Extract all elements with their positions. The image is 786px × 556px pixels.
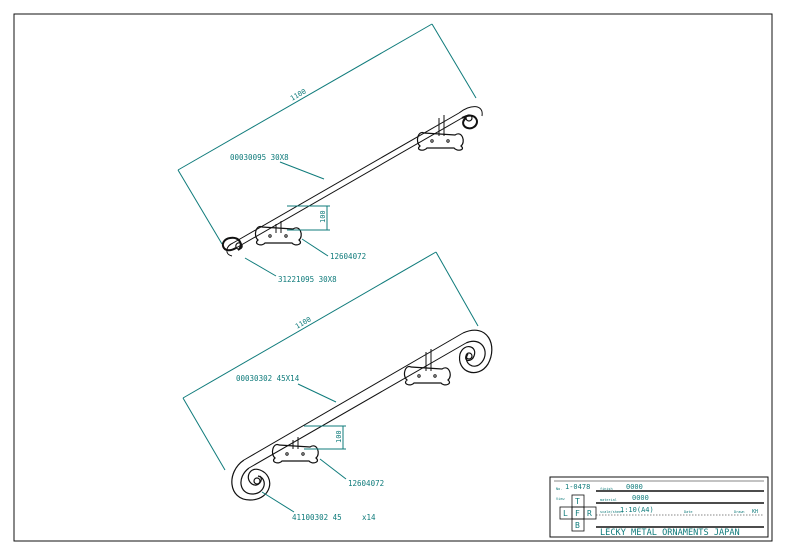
rail-2-bracket-height-dimension: 100 [304, 425, 346, 450]
rail-1-plate-label: 12604072 [330, 252, 366, 261]
title-scale-value: 1:10(A4) [620, 506, 654, 514]
rail-2-left-bone-plate [271, 443, 319, 464]
rail-1-bracket-height-dimension: 100 [287, 205, 330, 231]
view-letter-left: L [563, 509, 568, 518]
title-finish-value: 0000 [626, 483, 643, 491]
title-date-caption: Date [684, 510, 692, 514]
title-no-caption: No. [556, 487, 562, 491]
rail-1-left-bracket [254, 221, 302, 246]
title-material-caption: material [600, 498, 617, 502]
rail-2-plate-label: 12604072 [348, 479, 384, 488]
title-designer-value: KH [752, 509, 758, 515]
rail-1-bracket-height-label: 100 [319, 210, 327, 223]
rail-2-right-scroll [459, 329, 493, 374]
rail-1-bar-label: 00030095 30X8 [230, 153, 289, 162]
view-letter-top: T [575, 497, 580, 506]
rail-2-length-dimension: 1100 [182, 251, 479, 471]
title-finish-caption: finish [600, 487, 613, 491]
title-company: LECKY METAL ORNAMENTS JAPAN [600, 528, 740, 538]
rail-1-annotations: 00030095 30X8 12604072 31221095 30X8 [230, 153, 366, 284]
rail-2-right-bracket [403, 349, 451, 386]
sheet-border [13, 13, 773, 542]
title-designer-caption: Drawn [734, 510, 745, 514]
rail-2-bar [243, 332, 467, 469]
title-material-value: 0000 [632, 494, 649, 502]
rail-1-bar [232, 112, 463, 249]
rail-1-right-scroll [458, 106, 483, 130]
view-indicator: T L F R B [559, 494, 597, 532]
rail-2-right-bone-plate [403, 365, 451, 386]
rail-1-scroll-label: 31221095 30X8 [278, 275, 337, 284]
rail-1-right-bone-plate [416, 131, 464, 151]
title-block: No. 1-0478 finish 0000 View material 000… [549, 476, 769, 538]
view-letter-front: F [575, 509, 580, 518]
title-scale-caption: scale/sheet [600, 510, 623, 514]
rail-2-annotations: 00030302 45X14 12604072 41100302 45 x14 [236, 374, 384, 522]
rail-2-bracket-height-label: 100 [335, 430, 343, 443]
rail-1-left-scroll [221, 236, 243, 257]
rail-2-bar-label: 00030302 45X14 [236, 374, 300, 383]
rail-2-scroll-label: 41100302 45 [292, 513, 342, 522]
title-no-value: 1-0478 [565, 483, 590, 491]
rail-2-quantity-label: x14 [362, 513, 376, 522]
title-view-caption: View [556, 497, 565, 501]
rail-2-left-scroll [231, 459, 271, 501]
rail-1: 1100 [177, 23, 483, 284]
view-letter-right: R [587, 509, 592, 518]
rail-2-left-bracket [271, 437, 319, 464]
rail-1-right-bracket [416, 115, 464, 151]
rail-2: 1100 [182, 251, 493, 522]
rail-1-left-bone-plate [254, 225, 302, 246]
view-letter-bottom: B [575, 521, 580, 530]
